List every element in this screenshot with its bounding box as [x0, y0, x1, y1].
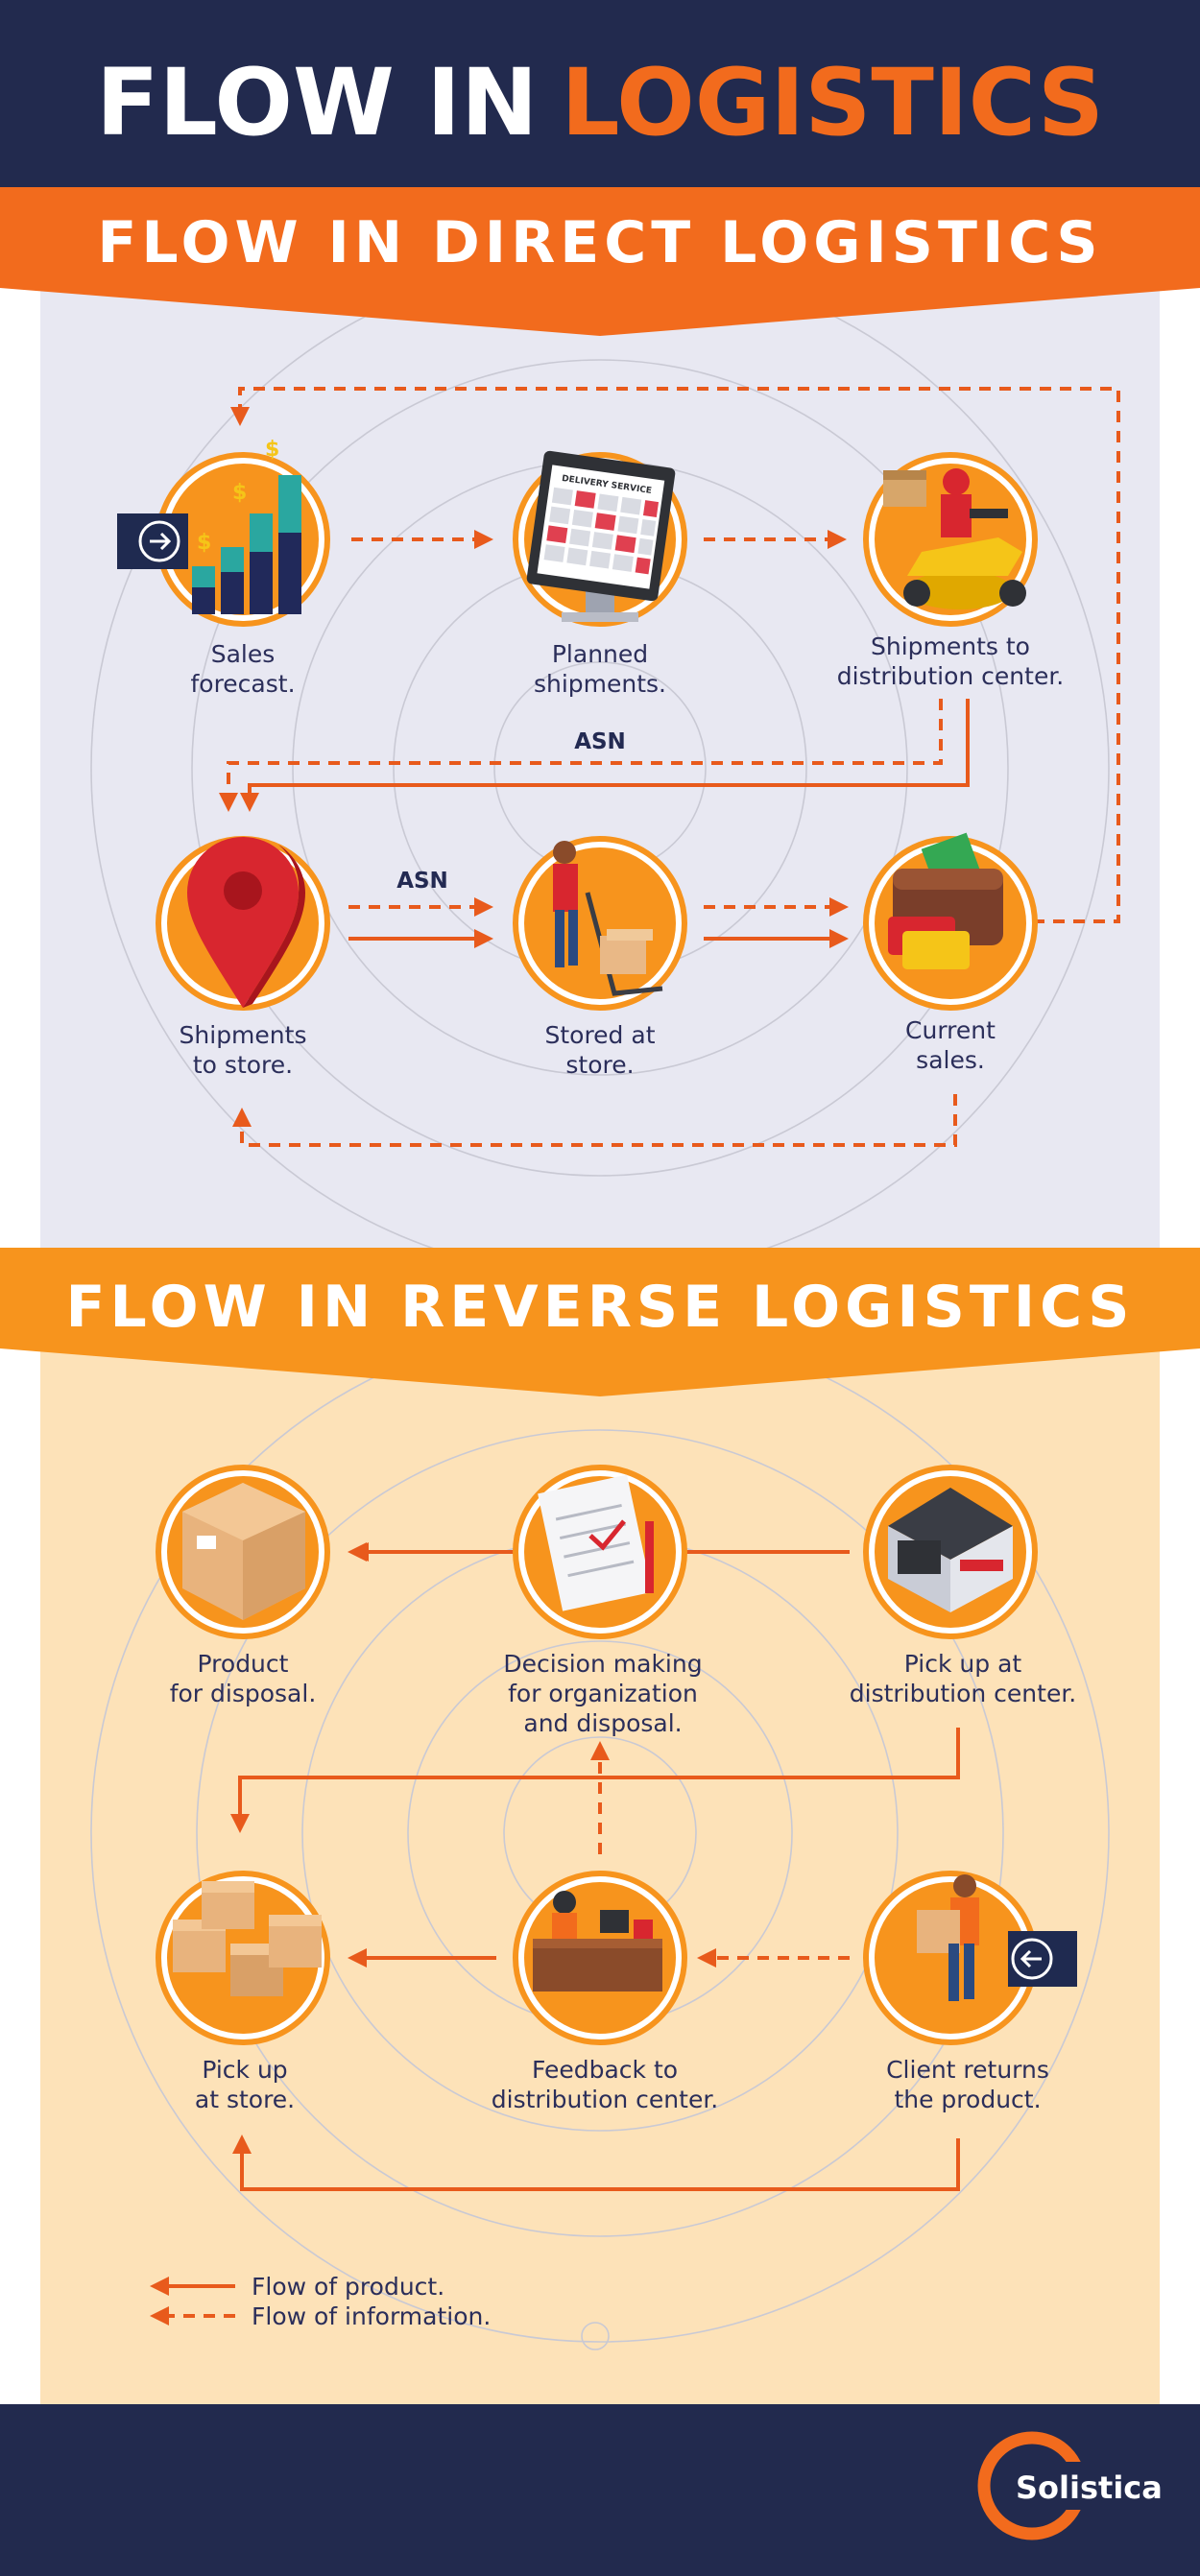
arrow-client-to-store-pickup — [232, 2135, 960, 2191]
svg-text:store.: store. — [565, 1051, 634, 1079]
svg-text:Sales: Sales — [211, 640, 276, 668]
courier-carrying-box-icon — [917, 1874, 979, 2001]
brand-name: Solistica — [1016, 2469, 1163, 2506]
svg-text:Decision making: Decision making — [503, 1650, 702, 1678]
svg-text:for disposal.: for disposal. — [170, 1680, 317, 1707]
legend: Flow of product. Flow of information. — [150, 2273, 610, 2350]
hand-truck-worker-icon — [553, 841, 663, 996]
svg-text:$: $ — [232, 481, 247, 505]
legend-product-label: Flow of product. — [252, 2273, 444, 2301]
wallet-icon — [888, 832, 1003, 969]
svg-text:$: $ — [197, 531, 211, 555]
svg-text:distribution center.: distribution center. — [492, 2086, 719, 2113]
svg-text:distribution center.: distribution center. — [837, 662, 1065, 690]
direct-flow-arrows — [219, 387, 1120, 1147]
arrow-right-icon — [138, 520, 180, 562]
direct-section-title: FLOW IN DIRECT LOGISTICS — [97, 209, 1102, 276]
node-decision-making: Decision making for organization and dis… — [503, 1465, 703, 1737]
svg-text:Planned: Planned — [552, 640, 648, 668]
svg-text:distribution center.: distribution center. — [850, 1680, 1077, 1707]
arrow-product-dc-to-store — [240, 699, 970, 812]
node-current-sales: Current sales. — [863, 832, 1038, 1074]
svg-text:forecast.: forecast. — [190, 670, 295, 698]
arrow-dc-to-store-pickup — [230, 1728, 960, 1833]
delivery-service-calendar-icon: DELIVERY SERVICE — [526, 450, 676, 622]
header-band — [0, 0, 1200, 187]
svg-text:Shipments: Shipments — [180, 1021, 307, 1049]
svg-text:for organization: for organization — [508, 1680, 698, 1707]
svg-text:Product: Product — [198, 1650, 289, 1678]
legend-information-label: Flow of information. — [252, 2302, 491, 2330]
node-pickup-store: Pick up at store. — [156, 1871, 330, 2113]
end-badge — [1008, 1931, 1077, 1987]
svg-text:Pick up at: Pick up at — [904, 1650, 1022, 1678]
node-product-for-disposal: Product for disposal. — [156, 1465, 330, 1707]
reverse-title-banner — [0, 1248, 1200, 1396]
svg-text:Current: Current — [905, 1016, 996, 1044]
delivery-scooter-icon — [883, 468, 1026, 609]
node-stored-at-store: Stored at store. — [513, 836, 687, 1079]
svg-text:Feedback to: Feedback to — [532, 2056, 678, 2084]
svg-text:Stored at: Stored at — [544, 1021, 655, 1049]
svg-text:Pick up: Pick up — [202, 2056, 287, 2084]
solistica-logo: Solistica — [977, 2431, 1163, 2540]
svg-text:shipments.: shipments. — [534, 670, 666, 698]
asn-label: ASN — [396, 869, 448, 894]
warehouse-icon — [888, 1488, 1013, 1612]
svg-text:and disposal.: and disposal. — [523, 1709, 682, 1737]
node-feedback-dc: Feedback to distribution center. — [492, 1871, 719, 2113]
asn-label: ASN — [574, 729, 626, 754]
direct-title-banner — [0, 187, 1200, 336]
svg-text:to store.: to store. — [193, 1051, 293, 1079]
node-shipments-to-store: Shipments to store. — [156, 836, 330, 1079]
cardboard-box-icon — [182, 1483, 305, 1620]
stacked-boxes-icon — [173, 1881, 322, 1996]
reverse-flow-arrows — [230, 1542, 960, 2191]
reverse-section-title: FLOW IN REVERSE LOGISTICS — [66, 1274, 1135, 1341]
arrow-sales-feedback — [232, 1094, 957, 1147]
node-shipments-to-dc: Shipments to distribution center. — [837, 452, 1065, 690]
node-planned-shipments: DELIVERY SERVICE Planned shipments. — [513, 450, 687, 698]
svg-text:Client returns: Client returns — [886, 2056, 1049, 2084]
node-client-returns: Client returns the product. — [863, 1871, 1049, 2113]
office-desk-worker-icon — [533, 1891, 662, 1992]
svg-text:$: $ — [265, 438, 279, 462]
growth-chart-icon: $ $ $ — [192, 438, 301, 614]
svg-text:at store.: at store. — [195, 2086, 295, 2113]
start-badge — [117, 513, 188, 569]
checklist-notebook-icon — [538, 1474, 654, 1611]
node-sales-forecast: $ $ $ Sales forecast. — [156, 438, 330, 698]
arrow-left-icon — [1011, 1938, 1053, 1980]
node-pickup-dc: Pick up at distribution center. — [850, 1465, 1077, 1707]
footer — [0, 2404, 1200, 2576]
location-pin-icon — [187, 837, 305, 1008]
svg-text:the product.: the product. — [894, 2086, 1041, 2113]
svg-text:sales.: sales. — [916, 1046, 985, 1074]
svg-text:Shipments to: Shipments to — [871, 632, 1030, 660]
